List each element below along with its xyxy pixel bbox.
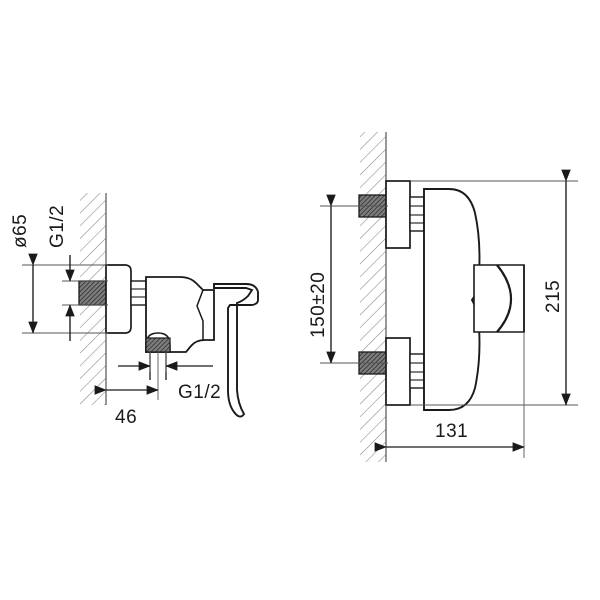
dimension-depth-46: 46 xyxy=(94,333,159,428)
spout-block xyxy=(473,264,525,333)
escutcheon-upper xyxy=(385,180,425,249)
thread-hatching-inlet xyxy=(79,281,106,305)
dim-label-centre-distance: 150±20 xyxy=(308,272,329,338)
escutcheon-upper-nut xyxy=(409,196,425,232)
side-elevation-view: ø65 G1/2 G1/2 46 xyxy=(10,193,259,428)
body-cartridge-line xyxy=(196,289,204,340)
front-elevation-view: 150±20 215 131 xyxy=(308,132,578,462)
thread-hatching-outlet xyxy=(146,338,170,352)
escutcheon-upper-plate xyxy=(385,180,411,249)
dimension-height-215: 215 xyxy=(410,169,578,406)
lever-handle-shape xyxy=(213,283,259,418)
outlet-spout-right xyxy=(473,264,525,333)
lever-handle-left xyxy=(213,283,259,418)
dim-label-thread-inlet: G1/2 xyxy=(47,205,68,248)
escutcheon-body xyxy=(105,264,132,334)
dimension-projection-131: 131 xyxy=(374,332,525,458)
mixer-body-front-outline xyxy=(423,188,481,411)
dim-label-depth-46: 46 xyxy=(115,407,137,428)
escutcheon-lower-nut xyxy=(409,353,425,389)
dimension-diameter-65: ø65 xyxy=(10,214,108,334)
dim-label-projection-131: 131 xyxy=(435,421,468,442)
mixer-body-right xyxy=(423,188,481,411)
dimension-thread-outlet: G1/2 xyxy=(118,352,221,403)
escutcheon-left xyxy=(105,264,132,334)
dim-label-diameter-65: ø65 xyxy=(10,214,31,248)
spout-curve xyxy=(496,264,513,333)
dimension-thread-inlet: G1/2 xyxy=(47,205,108,341)
dim-label-height-215: 215 xyxy=(543,280,564,313)
wall-hatching-right xyxy=(360,132,386,462)
wall-section-right xyxy=(360,132,387,462)
dim-label-thread-outlet: G1/2 xyxy=(178,382,221,403)
connector-nut-left xyxy=(130,280,147,306)
escutcheon-lower-plate xyxy=(385,337,411,406)
escutcheon-lower xyxy=(385,337,425,406)
dimension-centre-distance: 150±20 xyxy=(308,194,388,364)
connector-nut-body xyxy=(130,280,147,306)
inlet-thread-left xyxy=(78,280,107,306)
